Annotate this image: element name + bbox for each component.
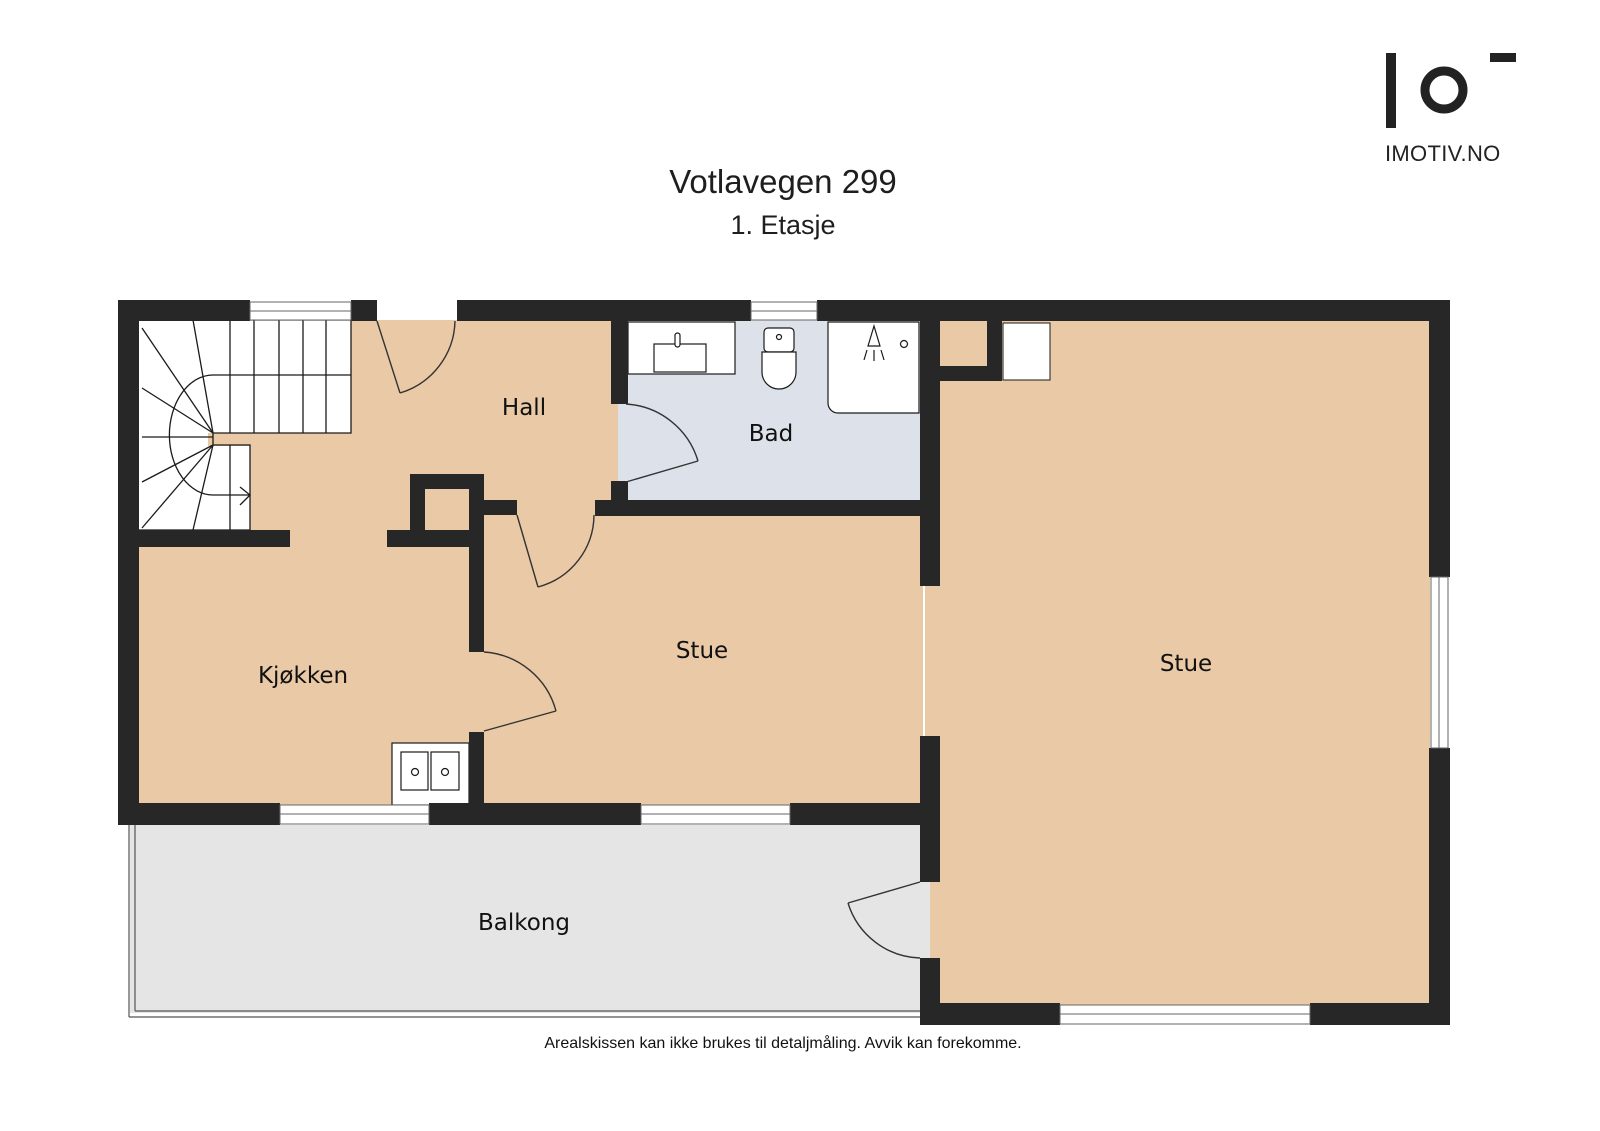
disclaimer-text: Arealskissen kan ikke brukes til detaljm… [544,1035,1022,1052]
logo-text: IMOTIV.NO [1385,141,1501,166]
room-label-stue-large: Stue [1159,651,1213,677]
room-label-bad: Bad [748,421,794,447]
sink-icon [627,321,736,375]
windows [249,301,1449,1025]
bad-door[interactable] [625,403,699,483]
balcony-door[interactable] [847,881,921,959]
kitchen-door[interactable] [483,651,557,732]
room-label-kjokken: Kjøkken [257,663,349,689]
toilet-icon [761,327,797,390]
walls [118,300,1450,1025]
floor-subtitle: 1. Etasje [730,210,836,240]
floor-stue-small [478,515,923,805]
room-label-stue-small: Stue [675,638,729,664]
imotiv-logo-icon [1386,53,1516,128]
balcony-railing [128,825,920,1018]
doors [376,320,921,959]
kitchen-sink-icon [391,742,470,806]
entrance-door[interactable] [376,320,456,394]
closet-box [1002,322,1051,381]
room-label-hall: Hall [501,395,547,421]
floor-balkong [130,825,930,1013]
shower-icon [827,321,920,414]
stue-door[interactable] [516,514,595,588]
address-title: Votlavegen 299 [669,163,897,200]
floor-stue-large [925,320,1430,1005]
room-label-balkong: Balkong [477,910,571,936]
